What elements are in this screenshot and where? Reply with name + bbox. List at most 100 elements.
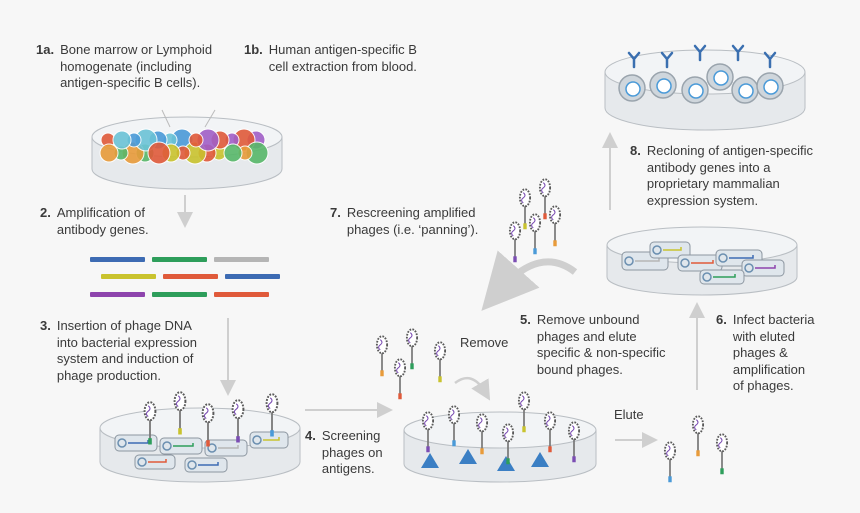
phage-head: [548, 205, 562, 225]
step-7-text: Rescreening amplified phages (i.e. ‘pann…: [346, 205, 479, 237]
cell-nucleus: [625, 81, 641, 97]
phage-antibody-tip: [720, 468, 724, 475]
phage: [143, 401, 157, 445]
step-3-number: 3.: [40, 318, 51, 333]
step-3: 3. Insertion of phage DNA into bacterial…: [40, 318, 197, 384]
step-2-text: Amplification of antibody genes.: [56, 205, 149, 237]
b-cell: [188, 132, 204, 148]
phage-genome: [424, 415, 429, 427]
phage-antibody-tip: [696, 450, 700, 457]
phage: [567, 421, 581, 463]
phage-genome: [531, 217, 536, 229]
bacterium: [184, 457, 228, 473]
step-4: 4. Screening phages on antigens.: [305, 428, 383, 478]
phage: [421, 411, 435, 453]
phage-genome: [378, 339, 383, 351]
step-4-number: 4.: [305, 428, 316, 443]
gene-fragment: [101, 274, 156, 279]
phage: [501, 423, 515, 465]
b-cell: [112, 130, 132, 150]
phage-antibody-tip: [270, 430, 274, 437]
phage: [231, 399, 245, 443]
cell-nucleus: [738, 83, 754, 99]
phage-head: [201, 403, 215, 424]
phage-antibody-tip: [206, 440, 210, 447]
gene-fragment: [90, 257, 145, 262]
plasmid: [744, 263, 754, 273]
arrow-panning-curve: [481, 250, 578, 311]
phage-genome: [203, 407, 209, 420]
phage: [538, 178, 552, 220]
plasmid: [207, 443, 217, 453]
step-8: 8. Recloning of antigen-specific antibod…: [630, 143, 813, 209]
phage-dna: [198, 462, 219, 466]
phage-antibody-tip: [572, 456, 576, 463]
step-5-text: Remove unbound phages and elute specific…: [536, 312, 666, 377]
cell-nucleus: [763, 79, 779, 95]
phage-head: [393, 358, 407, 378]
phage: [508, 221, 522, 263]
phage-genome: [396, 362, 401, 374]
plasmid: [162, 441, 172, 451]
phage-head: [543, 411, 557, 431]
antibody: [627, 51, 641, 69]
phage-antibody-tip: [548, 446, 552, 453]
phage-head: [528, 213, 542, 233]
step-1b-number: 1b.: [244, 42, 263, 57]
plasmid: [624, 256, 634, 266]
phage-head: [173, 391, 187, 412]
phage-antibody-tip: [380, 370, 384, 377]
bacterium: [134, 454, 176, 470]
plasmid: [702, 272, 712, 282]
antibody-genes: [90, 257, 280, 297]
phage: [543, 411, 557, 453]
bacterium: [649, 241, 691, 259]
phage-genome: [520, 395, 525, 407]
pointer-line-1b: [204, 109, 216, 128]
phage-antibody-tip: [148, 438, 152, 445]
phage: [405, 328, 419, 370]
antigen: [497, 456, 515, 471]
antibody: [763, 51, 777, 69]
remove-label: Remove: [460, 335, 509, 350]
phage-genome: [478, 417, 483, 429]
phage-antibody-tip: [438, 376, 442, 383]
phage-genome: [436, 345, 441, 357]
bacterium: [159, 437, 203, 455]
phage-dna: [128, 440, 149, 444]
phage: [201, 403, 215, 447]
phage-head: [433, 341, 447, 361]
step-6: 6. Infect bacteria with eluted phages & …: [716, 312, 815, 395]
phage: [393, 358, 407, 400]
phage-antibody-tip: [668, 476, 672, 483]
plasmid: [117, 438, 127, 448]
bacterium: [204, 439, 248, 457]
phage-antibody-tip: [506, 458, 510, 465]
phage: [173, 391, 187, 435]
phage-head: [475, 413, 489, 433]
phage-antibody-tip: [533, 248, 537, 255]
phage: [518, 188, 532, 230]
phage-head: [518, 188, 532, 208]
phage-head: [447, 405, 461, 425]
step-6-number: 6.: [716, 312, 727, 327]
step-1b: 1b. Human antigen-specific B cell extrac…: [244, 42, 417, 75]
pointer-line-1a: [161, 109, 171, 128]
phage-head: [501, 423, 515, 443]
phage: [447, 405, 461, 447]
phage-genome: [408, 332, 413, 344]
step-5: 5. Remove unbound phages and elute speci…: [520, 312, 665, 378]
gene-fragment: [163, 274, 218, 279]
plasmid: [187, 460, 197, 470]
phage-antibody-tip: [523, 223, 527, 230]
step-1a: 1a. Bone marrow or Lymphoid homogenate (…: [36, 42, 212, 92]
phage: [375, 335, 389, 377]
phage-genome: [511, 225, 516, 237]
phage-antibody-tip: [452, 440, 456, 447]
phage: [265, 393, 279, 437]
phage-dna: [713, 274, 736, 278]
phage: [548, 205, 562, 247]
phage-dna: [755, 265, 776, 269]
phage-head: [143, 401, 157, 422]
